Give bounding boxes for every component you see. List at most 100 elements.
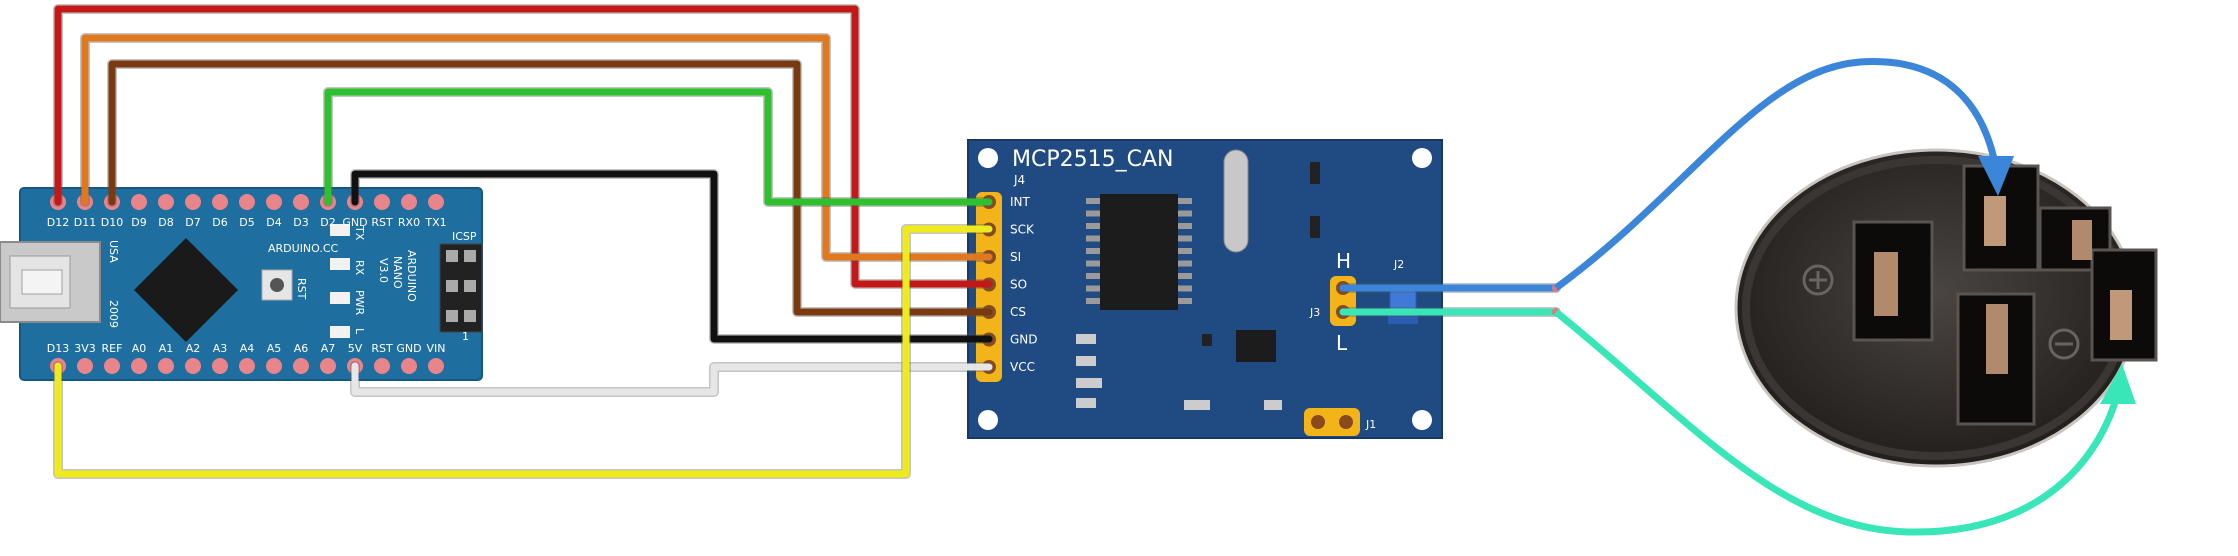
mcp-title: MCP2515_CAN: [1012, 147, 1173, 172]
corner-label: 1: [462, 330, 469, 343]
mcp-pin-label: SI: [1010, 250, 1021, 264]
arduino-pin-label: TX1: [424, 216, 446, 229]
arduino-pin-label: A3: [213, 342, 228, 355]
led-tx: [330, 224, 350, 236]
wires: [53, 4, 1561, 479]
arduino-pin-label: RST: [371, 342, 393, 355]
arduino-pin-pad: [374, 358, 390, 374]
mcp-pin-label: GND: [1010, 333, 1038, 347]
arduino-pin-pad: [212, 358, 228, 374]
arduino-pin-label: GND: [396, 342, 421, 355]
mcp-ic: [1086, 194, 1192, 310]
arduino-pin-pad: [293, 194, 309, 210]
model-line1: ARDUINO: [405, 250, 418, 302]
arduino-pin-pad: [374, 194, 390, 210]
arduino-pin-label: REF: [102, 342, 123, 355]
arduino-pin-label: D4: [266, 216, 281, 229]
arduino-pin-label: D11: [74, 216, 96, 229]
arduino-pin-pad: [320, 358, 336, 374]
arduino-pin-pad: [158, 194, 174, 210]
arduino-pin-pad: [158, 358, 174, 374]
arduino-pin-label: A1: [159, 342, 174, 355]
arduino-pin-label: D13: [47, 342, 69, 355]
arduino-pin-label: GND: [342, 216, 367, 229]
arduino-pin-label: A0: [132, 342, 147, 355]
mcp-pin-label: SCK: [1010, 223, 1035, 237]
arduino-pin-label: 5V: [348, 342, 363, 355]
arduino-pin-label: D3: [293, 216, 308, 229]
icsp-label: ICSP: [452, 230, 477, 243]
arduino-pin-pad: [428, 358, 444, 374]
arduino-pin-label: A5: [267, 342, 282, 355]
mcp-pin-label: INT: [1010, 195, 1031, 209]
wire-gnd-gnd-black: [351, 170, 993, 343]
arduino-pin-pad: [131, 358, 147, 374]
site-label: ARDUINO.CC: [268, 242, 339, 255]
arduino-pin-label: A2: [186, 342, 201, 355]
arduino-pin-pad: [239, 358, 255, 374]
smd-component: [1184, 400, 1210, 410]
atmega-chip: [134, 238, 238, 342]
arduino-pin-label: D12: [47, 216, 69, 229]
arduino-pin-label: D5: [239, 216, 254, 229]
minus-icon: [2048, 328, 2080, 360]
j1-jumper: [1304, 408, 1360, 436]
led-pwr-label: PWR: [353, 290, 366, 316]
mount-hole: [1412, 410, 1432, 430]
smd-component: [1076, 378, 1102, 388]
connector-contact: [1984, 196, 2006, 246]
arduino-pin-label: D6: [212, 216, 227, 229]
arduino-nano-board: USA 2009 ARDUINO.CC ARDUINO NANO V3.0 IC…: [0, 187, 483, 381]
led-rx-label: RX: [353, 260, 366, 276]
arduino-pin-pad: [104, 358, 120, 374]
j1-label: J1: [1365, 418, 1376, 431]
led-pwr: [330, 292, 350, 304]
can-l-arrow: [1553, 309, 2122, 536]
icsp-header: [439, 243, 483, 333]
smd-component: [1076, 356, 1096, 366]
reset-button: [261, 269, 293, 301]
usa-label: USA: [107, 240, 120, 263]
model-line3: V3.0: [377, 258, 390, 283]
mount-hole: [1412, 148, 1432, 168]
smd-component: [1202, 334, 1212, 346]
connector-contact: [2110, 290, 2132, 340]
j2-label: J2: [1393, 258, 1404, 271]
connector-contact: [1874, 252, 1898, 316]
arduino-pin-pad: [401, 194, 417, 210]
mount-hole: [978, 148, 998, 168]
wire-d11-si-orange: [81, 34, 993, 261]
l-label: L: [1336, 331, 1348, 355]
arduino-pin-pad: [266, 358, 282, 374]
arduino-pin-label: A6: [294, 342, 309, 355]
obd-connector: [1734, 148, 2158, 468]
arduino-pin-label: D8: [158, 216, 173, 229]
arduino-pin-pad: [428, 194, 444, 210]
j4-label: J4: [1013, 173, 1025, 187]
arduino-pin-label: VIN: [427, 342, 446, 355]
mcp-pin-label: VCC: [1010, 360, 1035, 374]
wire-d2-int-green: [324, 88, 993, 206]
led-tx-label: TX: [353, 225, 366, 241]
led-l: [330, 326, 350, 338]
arduino-pin-pad: [131, 194, 147, 210]
rst-label: RST: [295, 278, 308, 300]
model-line2: NANO: [391, 256, 404, 289]
arduino-pin-pad: [293, 358, 309, 374]
smd-component: [1264, 400, 1282, 410]
led-l-label: L: [353, 328, 366, 335]
arduino-pin-pad: [77, 358, 93, 374]
year-label: 2009: [107, 300, 120, 328]
arduino-pin-label: D7: [185, 216, 200, 229]
can-arrows: [1553, 58, 2136, 536]
connector-contact: [2072, 220, 2092, 260]
smd-component: [1076, 334, 1096, 344]
smd-component: [1076, 398, 1096, 408]
arduino-pin-pad: [185, 194, 201, 210]
h-label: H: [1336, 249, 1351, 273]
arduino-pin-label: D10: [101, 216, 123, 229]
can-h-arrow: [1553, 58, 2000, 291]
wire-5v-vcc-white: [351, 362, 993, 396]
